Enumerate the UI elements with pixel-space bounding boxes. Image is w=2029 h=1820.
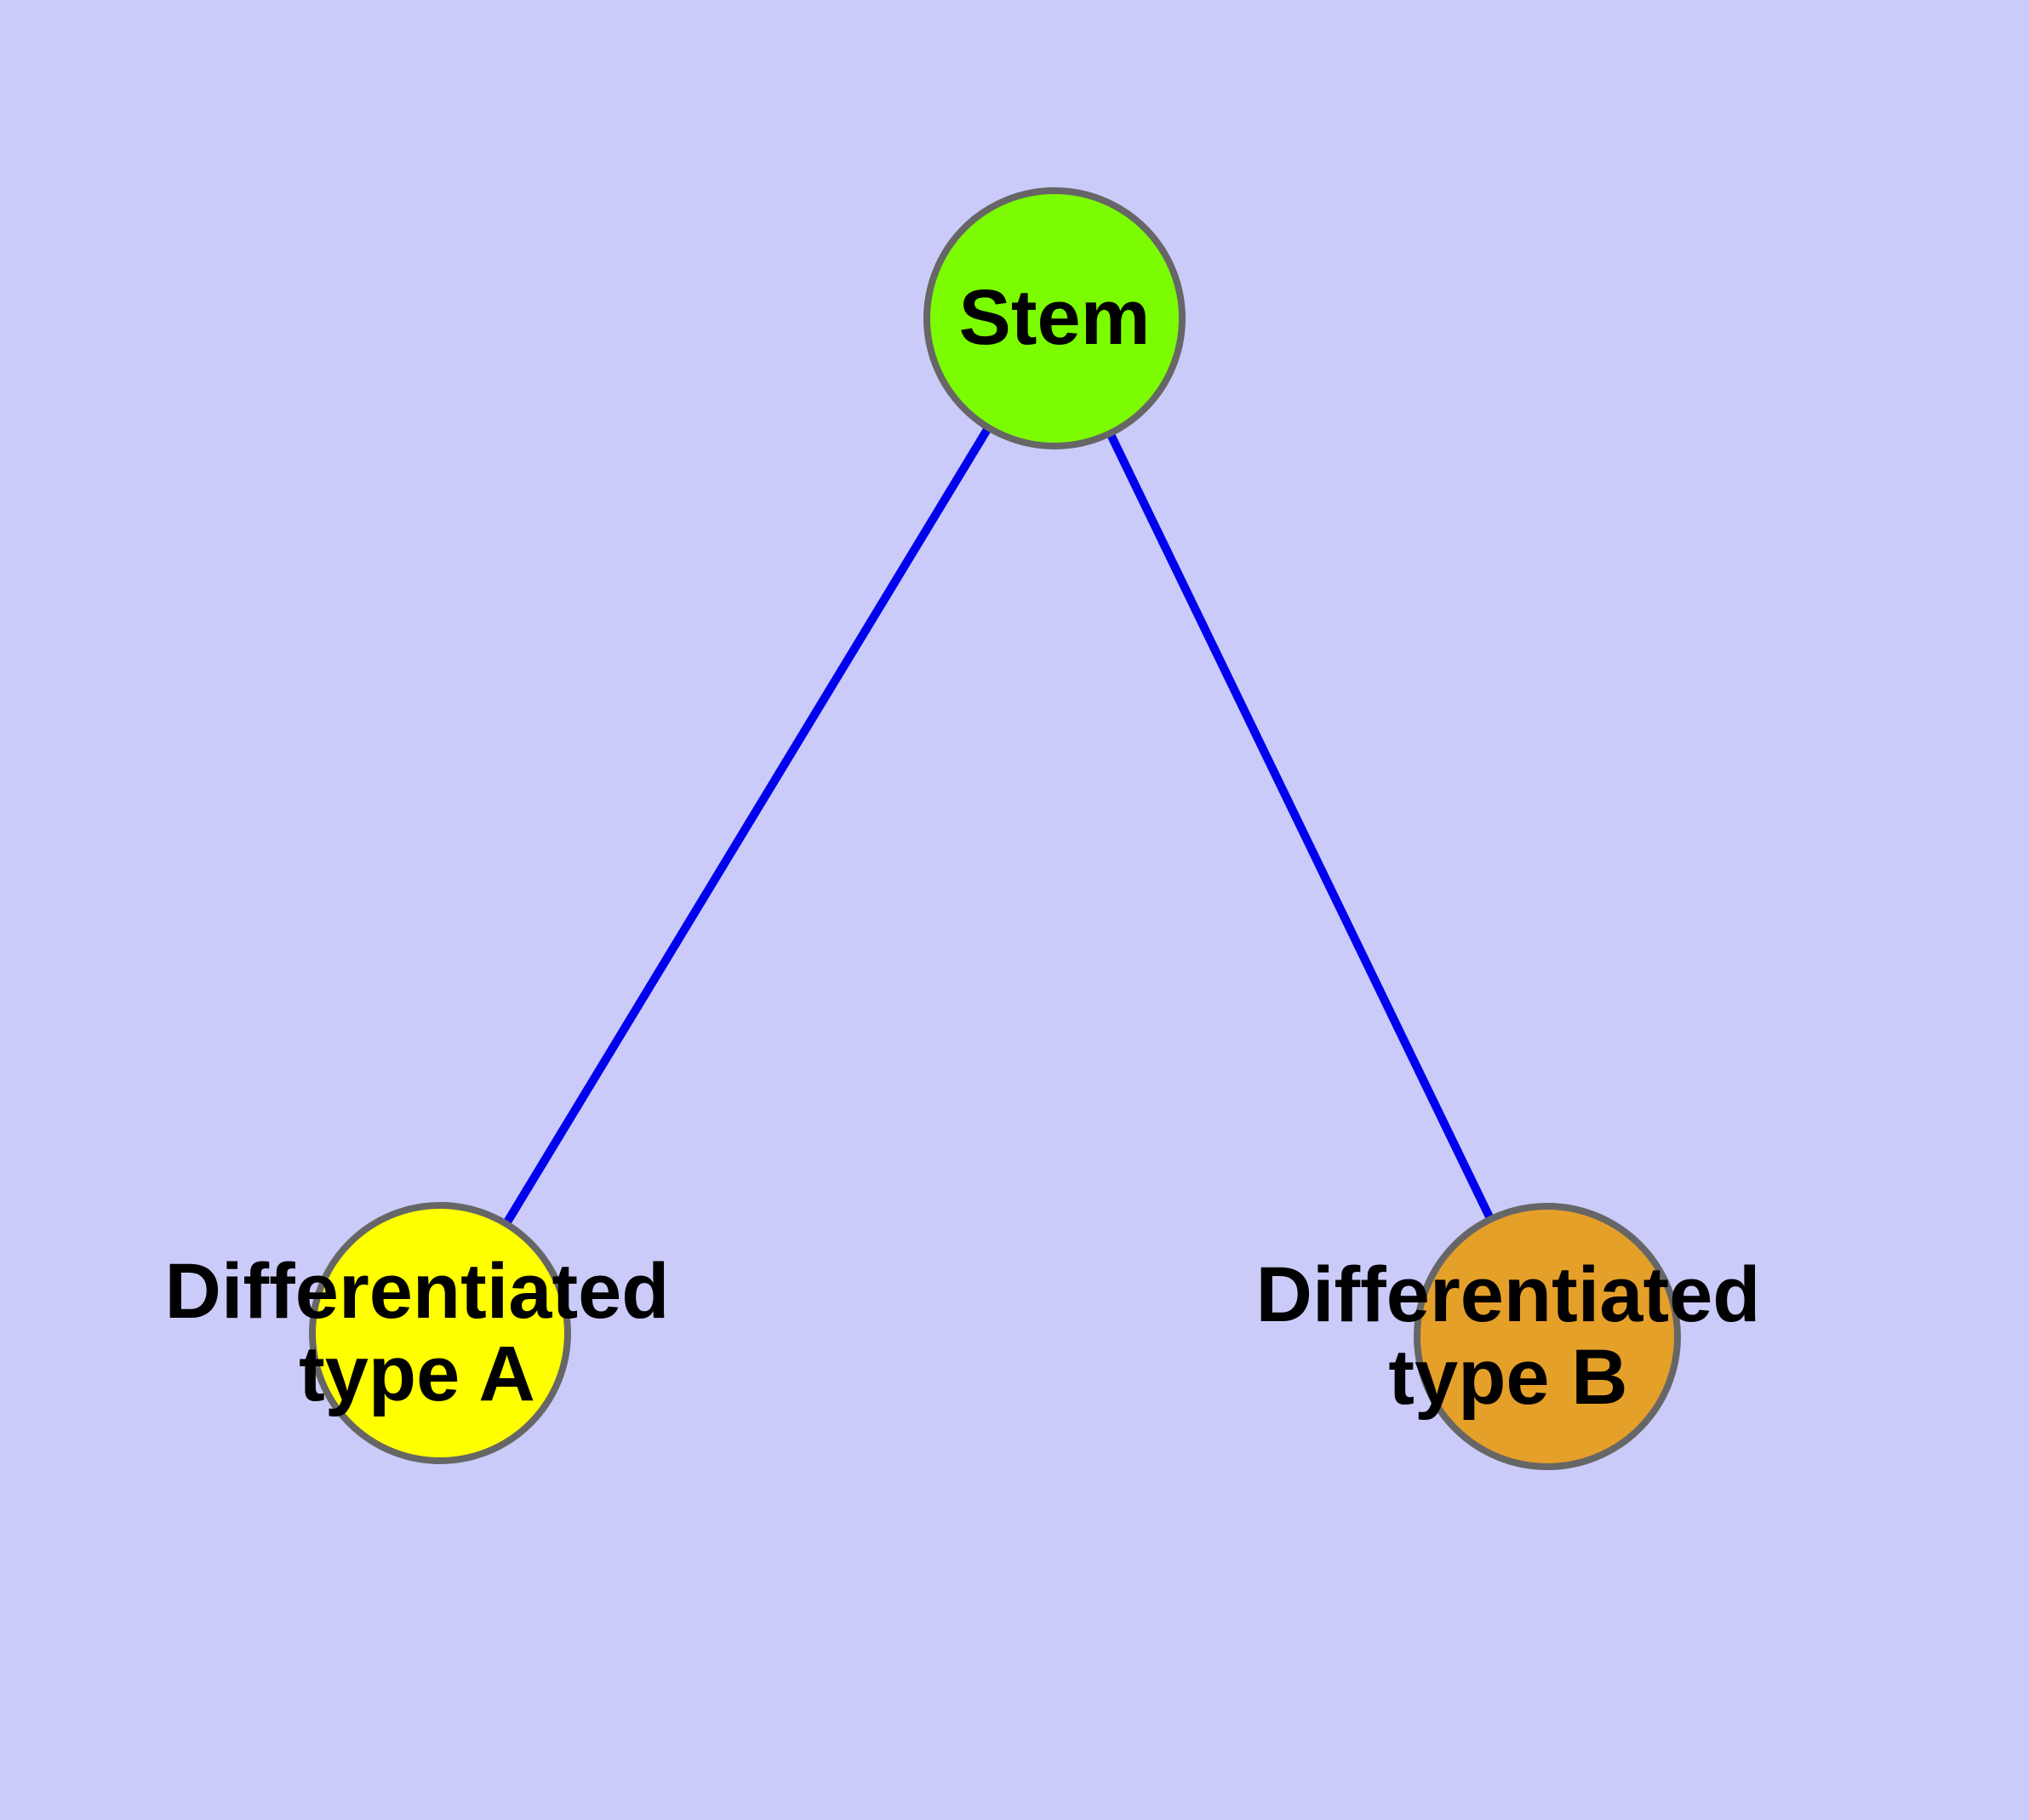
graph-node-diff_a[interactable] <box>309 1202 571 1464</box>
node-layer <box>309 187 1681 1470</box>
graph-edge-stem-to-diff_a[interactable] <box>436 316 1059 1336</box>
graph-edge-stem-to-diff_b[interactable] <box>1050 316 1552 1339</box>
graph-node-diff_b[interactable] <box>1414 1203 1681 1470</box>
edge-layer <box>436 316 1552 1339</box>
graph-node-stem[interactable] <box>923 187 1186 449</box>
